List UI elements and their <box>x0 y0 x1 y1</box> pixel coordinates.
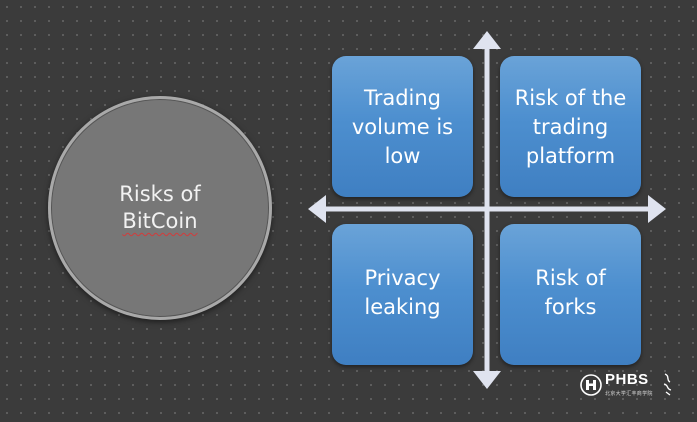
down-arrowhead-icon <box>473 371 501 389</box>
phbs-logo: PHBS 北京大学汇丰商学院 <box>580 371 680 401</box>
logo-subtitle: 北京大学汇丰商学院 <box>605 391 653 397</box>
peking-university-emblem-icon <box>580 374 602 396</box>
topic-label: Risks of BitCoin <box>119 181 200 235</box>
topic-circle: Risks of BitCoin <box>48 96 272 320</box>
topic-label-line1: Risks of <box>119 182 201 206</box>
up-arrowhead-icon <box>473 31 501 49</box>
right-arrowhead-icon <box>648 195 666 223</box>
calligraphy-mark-icon <box>663 373 672 396</box>
topic-label-line2: BitCoin <box>122 209 198 233</box>
quadrant-bottom-right: Risk of forks <box>500 224 641 365</box>
quadrant-bottom-right-label: Risk of forks <box>535 266 606 319</box>
quadrant-bottom-left: Privacy leaking <box>332 224 473 365</box>
left-arrowhead-icon <box>308 195 326 223</box>
logo-name: PHBS <box>605 371 649 388</box>
quadrant-top-right-label: Risk of the trading platform <box>514 86 627 168</box>
quadrant-bottom-left-label: Privacy leaking <box>364 266 441 319</box>
quadrant-top-right: Risk of the trading platform <box>500 56 641 197</box>
quadrant-top-left-label: Trading volume is low <box>351 86 454 168</box>
quadrant-top-left: Trading volume is low <box>332 56 473 197</box>
